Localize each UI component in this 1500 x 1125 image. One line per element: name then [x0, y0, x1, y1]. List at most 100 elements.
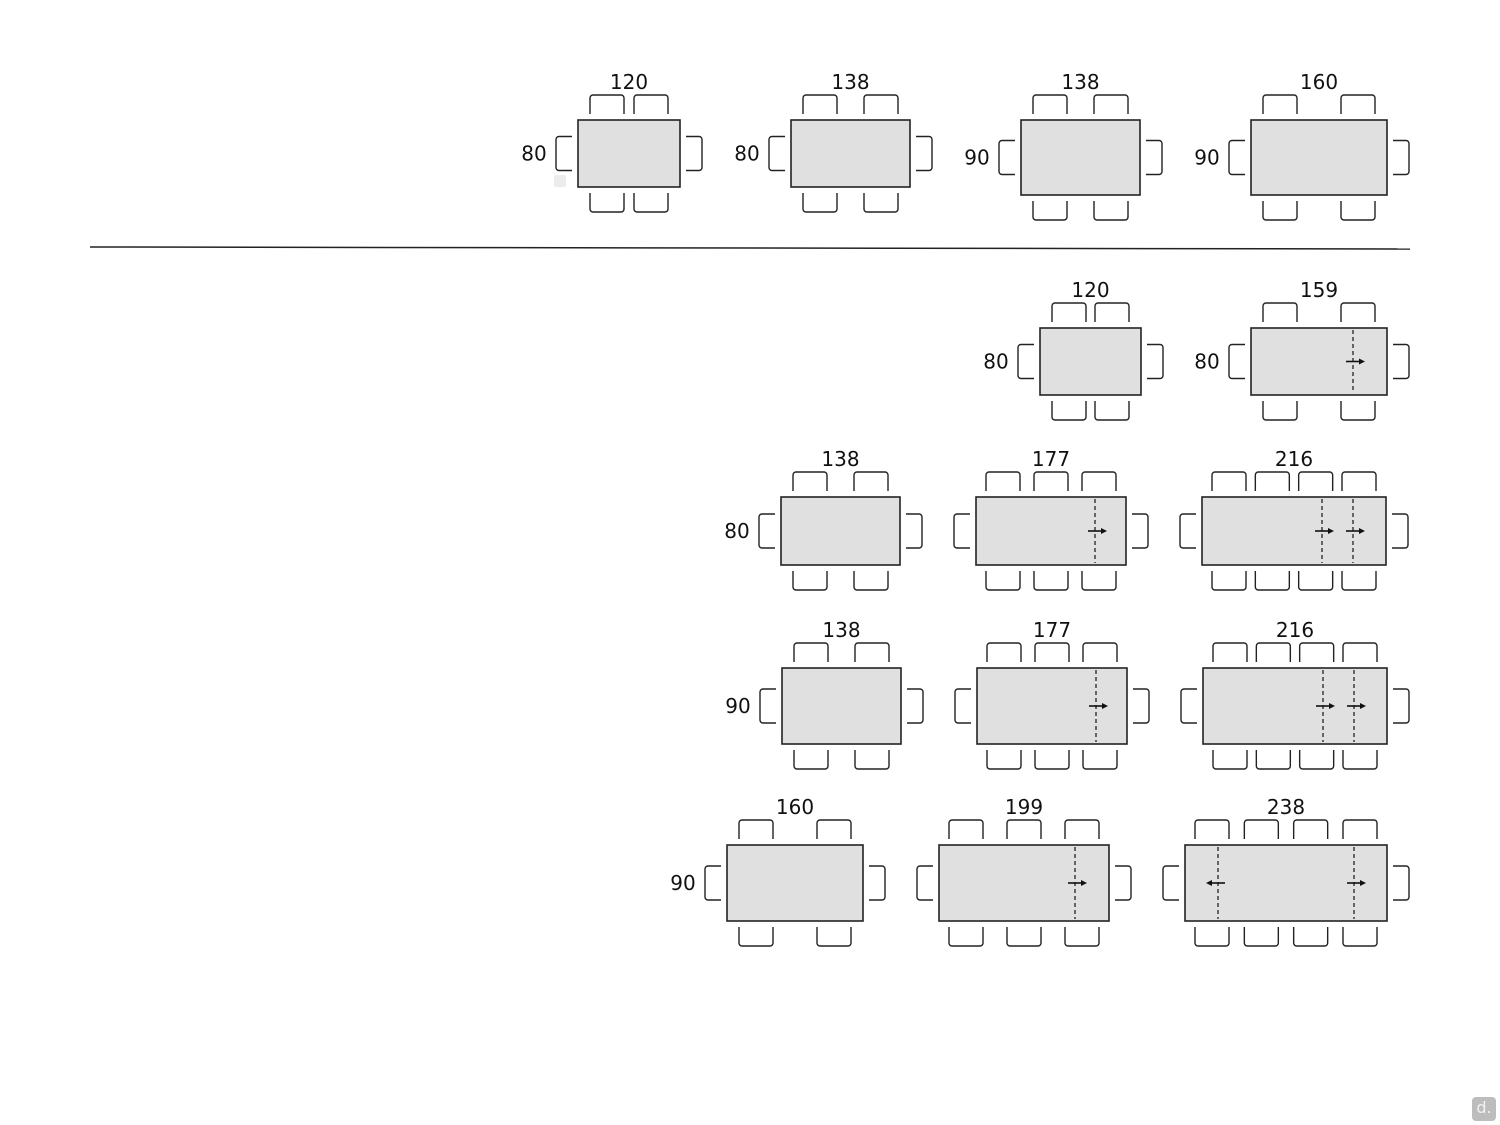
chair-bottom: [1081, 571, 1117, 591]
table-177xvar: 177: [953, 447, 1149, 591]
chair-top: [1255, 642, 1292, 662]
chair-top: [793, 642, 829, 662]
arrowhead-icon: [1359, 528, 1365, 534]
table-top: [577, 119, 681, 188]
table-top: [976, 667, 1128, 745]
table-top: [726, 844, 864, 922]
chair-right: [907, 688, 924, 724]
section-divider: [89, 246, 1411, 250]
table-199xvar: 199: [916, 795, 1132, 947]
chair-left: [916, 865, 933, 901]
chair-top: [1034, 642, 1070, 662]
arrowhead-icon: [1329, 703, 1335, 709]
chair-bottom: [863, 193, 899, 213]
table-top: [781, 667, 902, 745]
depth-label: 80: [1194, 350, 1219, 374]
chair-bottom: [589, 193, 625, 213]
chair-left: [555, 135, 572, 172]
chair-bottom: [1298, 750, 1335, 770]
chair-bottom: [1292, 927, 1329, 947]
arrowhead-icon: [1101, 528, 1107, 534]
width-label: 216: [1275, 447, 1313, 471]
table-216xvar: 216: [1179, 447, 1409, 591]
depth-label: 80: [521, 142, 546, 166]
arrowhead-icon: [1206, 880, 1212, 886]
width-label: 120: [610, 70, 648, 94]
chair-bottom: [1064, 927, 1100, 947]
chair-top: [1093, 94, 1129, 114]
chair-bottom: [802, 193, 838, 213]
table-top: [1250, 119, 1388, 196]
chair-bottom: [948, 927, 984, 947]
chair-top: [853, 471, 889, 491]
chair-bottom: [1093, 201, 1129, 221]
chair-top: [1298, 642, 1335, 662]
chair-left: [998, 139, 1015, 176]
chair-top: [1081, 471, 1117, 491]
chair-right: [1393, 688, 1410, 724]
table-top: [790, 119, 911, 188]
width-label: 177: [1032, 447, 1070, 471]
chair-top: [1212, 642, 1248, 662]
chair-right: [1147, 343, 1164, 380]
chair-right: [906, 513, 923, 549]
chair-left: [1017, 343, 1034, 380]
chair-top: [1032, 94, 1068, 114]
chair-right: [916, 135, 933, 172]
chair-bottom: [1194, 927, 1230, 947]
chair-right: [1393, 343, 1410, 380]
chair-top: [948, 819, 984, 839]
chair-left: [1162, 865, 1179, 901]
chair-bottom: [986, 750, 1022, 770]
chair-bottom: [1051, 401, 1087, 421]
chair-bottom: [1082, 750, 1118, 770]
chair-left: [768, 135, 785, 172]
width-label: 120: [1071, 278, 1109, 302]
chair-bottom: [1243, 927, 1280, 947]
chair-top: [1342, 819, 1378, 839]
table-138x80: 138 80: [734, 70, 933, 213]
chair-bottom: [853, 571, 889, 591]
width-label: 138: [831, 70, 869, 94]
width-label: 238: [1267, 795, 1305, 819]
width-label: 138: [821, 447, 859, 471]
chair-top: [1262, 302, 1298, 322]
chair-right: [1392, 513, 1409, 549]
chair-left: [953, 513, 970, 549]
chair-right: [686, 135, 703, 172]
depth-label: 80: [724, 519, 749, 543]
chair-bottom: [1341, 571, 1377, 591]
arrowhead-icon: [1102, 703, 1108, 709]
chair-top: [589, 94, 625, 114]
chair-bottom: [1033, 571, 1069, 591]
table-120x80: 120 80: [521, 70, 703, 213]
arrowhead-icon: [1328, 528, 1334, 534]
chair-bottom: [1254, 571, 1291, 591]
chair-top: [986, 642, 1022, 662]
table-138x80: 138 80: [724, 447, 923, 591]
watermark-logo: d.: [1472, 1097, 1496, 1121]
chair-right: [1146, 139, 1163, 176]
chair-top: [738, 819, 774, 839]
chair-bottom: [1262, 201, 1298, 221]
chair-bottom: [816, 927, 852, 947]
chair-bottom: [1006, 927, 1042, 947]
depth-label: 90: [670, 871, 695, 895]
chair-bottom: [985, 571, 1021, 591]
chair-bottom: [1212, 750, 1248, 770]
depth-label: 90: [964, 146, 989, 170]
chair-top: [1006, 819, 1042, 839]
table-top: [780, 496, 901, 566]
arrowhead-icon: [1081, 880, 1087, 886]
arrowhead-icon: [1359, 358, 1365, 365]
depth-label: 80: [734, 142, 759, 166]
table-top: [1250, 327, 1388, 396]
chair-bottom: [854, 750, 890, 770]
chair-bottom: [633, 193, 669, 213]
chair-bottom: [793, 750, 829, 770]
table-238xvar: 238: [1162, 795, 1410, 947]
chair-top: [1292, 819, 1329, 839]
width-label: 216: [1276, 618, 1314, 642]
